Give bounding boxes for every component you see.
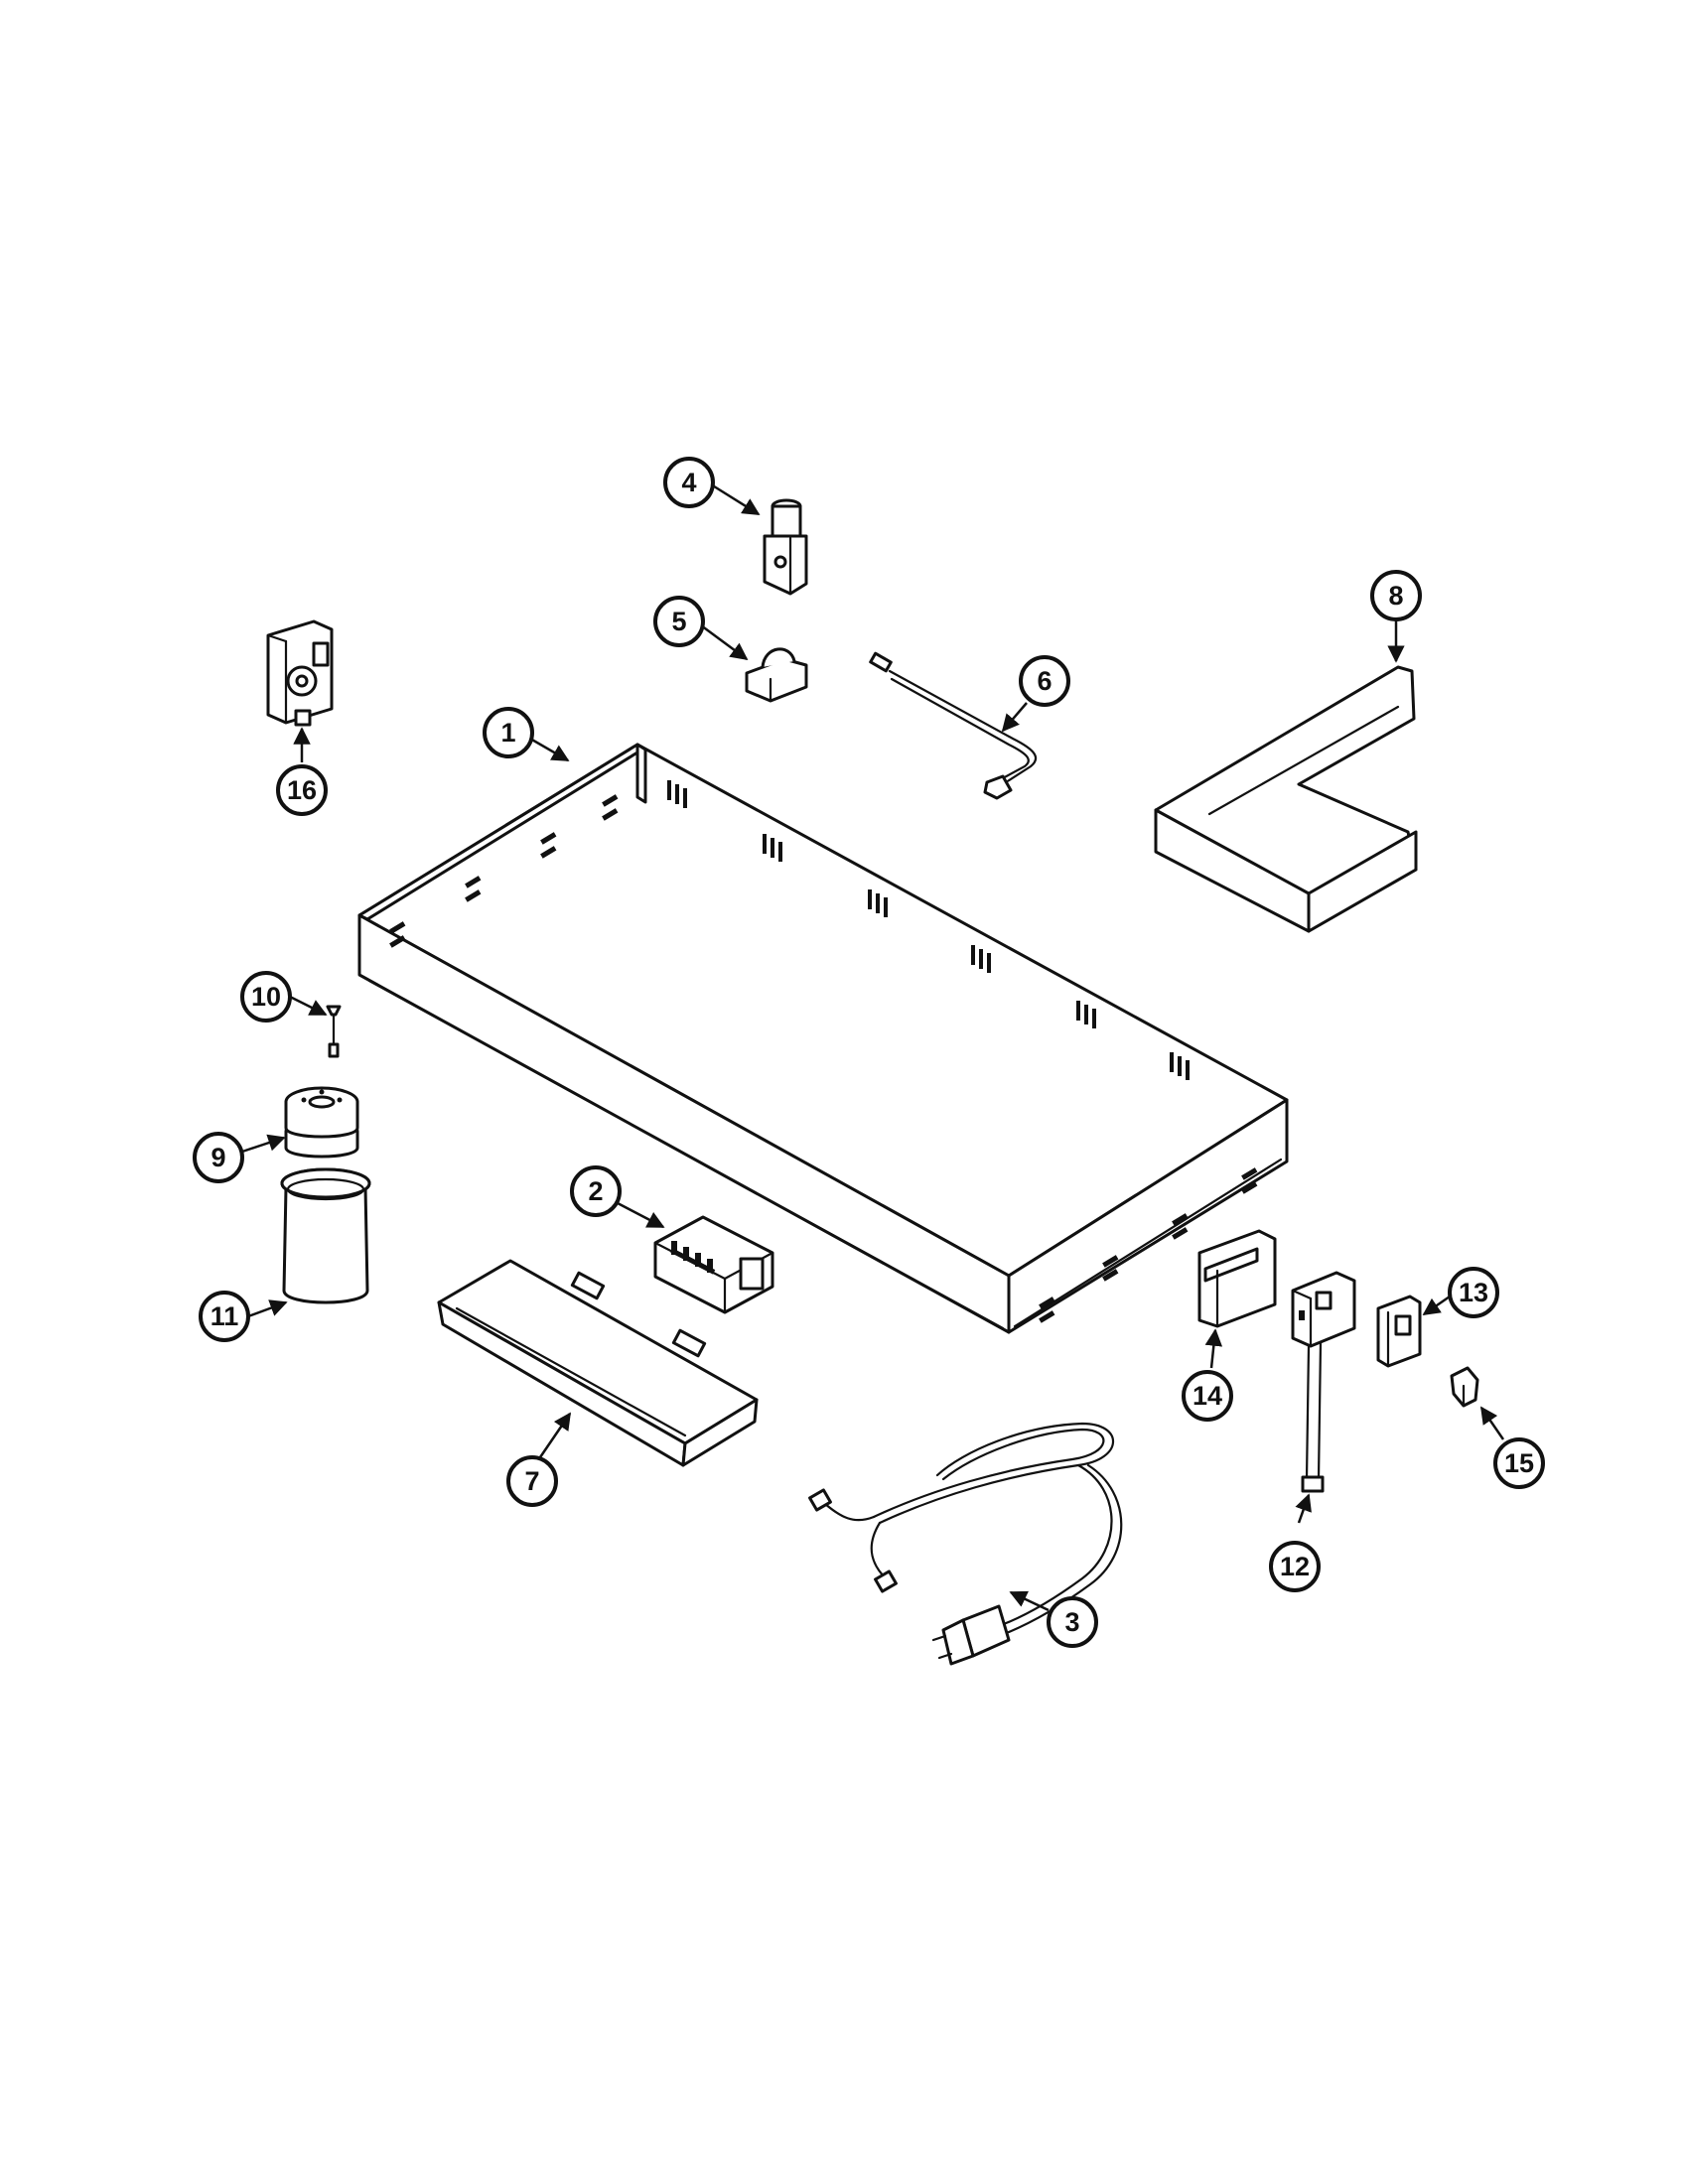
callout-14: 14	[1182, 1370, 1233, 1422]
leader-lines	[241, 482, 1505, 1612]
callout-13: 13	[1448, 1267, 1499, 1318]
callout-4-label: 4	[681, 468, 696, 497]
callout-15-label: 15	[1504, 1448, 1534, 1478]
part-11-jar	[280, 1167, 371, 1304]
part-12-switch-harness	[1291, 1271, 1356, 1493]
callout-8-label: 8	[1388, 581, 1403, 611]
part-9-adapter-ring	[284, 1086, 359, 1159]
part-6-gas-tube	[869, 651, 1038, 800]
callout-7-label: 7	[524, 1466, 539, 1496]
callout-6-label: 6	[1037, 666, 1052, 696]
callout-10: 10	[240, 971, 292, 1023]
callout-8: 8	[1370, 570, 1422, 621]
callout-5: 5	[653, 596, 705, 647]
callout-14-label: 14	[1193, 1381, 1222, 1411]
callout-2-label: 2	[588, 1176, 603, 1206]
callout-11-label: 11	[210, 1301, 239, 1331]
part-10-screw	[326, 1005, 342, 1058]
callout-2: 2	[570, 1165, 622, 1217]
callout-10-label: 10	[251, 982, 281, 1012]
part-2-terminal-block	[653, 1215, 774, 1314]
callout-4: 4	[663, 457, 715, 508]
callout-12: 12	[1269, 1541, 1321, 1592]
callout-12-label: 12	[1280, 1552, 1310, 1581]
callout-1: 1	[483, 707, 534, 758]
part-7-drip-tray	[437, 1259, 759, 1467]
callout-9-label: 9	[210, 1143, 225, 1172]
callout-7: 7	[506, 1455, 558, 1507]
callout-1-label: 1	[500, 718, 515, 748]
callout-15: 15	[1493, 1437, 1545, 1489]
part-4-valve-fitting	[763, 498, 808, 596]
callout-16-label: 16	[287, 775, 317, 805]
tray-vent-slots	[389, 780, 1258, 1323]
callout-3-label: 3	[1064, 1607, 1079, 1637]
callout-5-label: 5	[671, 607, 686, 636]
part-1-chassis-tray	[357, 743, 1289, 1334]
part-5-clip-bracket	[745, 647, 808, 703]
part-3-power-cord	[808, 1422, 1123, 1666]
part-16-gas-valve	[266, 619, 334, 727]
callout-9: 9	[193, 1132, 244, 1183]
callout-13-label: 13	[1459, 1278, 1488, 1307]
part-15-clip	[1450, 1366, 1479, 1408]
part-13-small-switch	[1376, 1295, 1422, 1368]
part-8-angle-channel	[1154, 665, 1418, 933]
callout-6: 6	[1019, 655, 1070, 707]
callout-3: 3	[1047, 1596, 1098, 1648]
callout-16: 16	[276, 764, 328, 816]
callout-11: 11	[199, 1291, 250, 1342]
part-14-bracket	[1197, 1229, 1277, 1328]
